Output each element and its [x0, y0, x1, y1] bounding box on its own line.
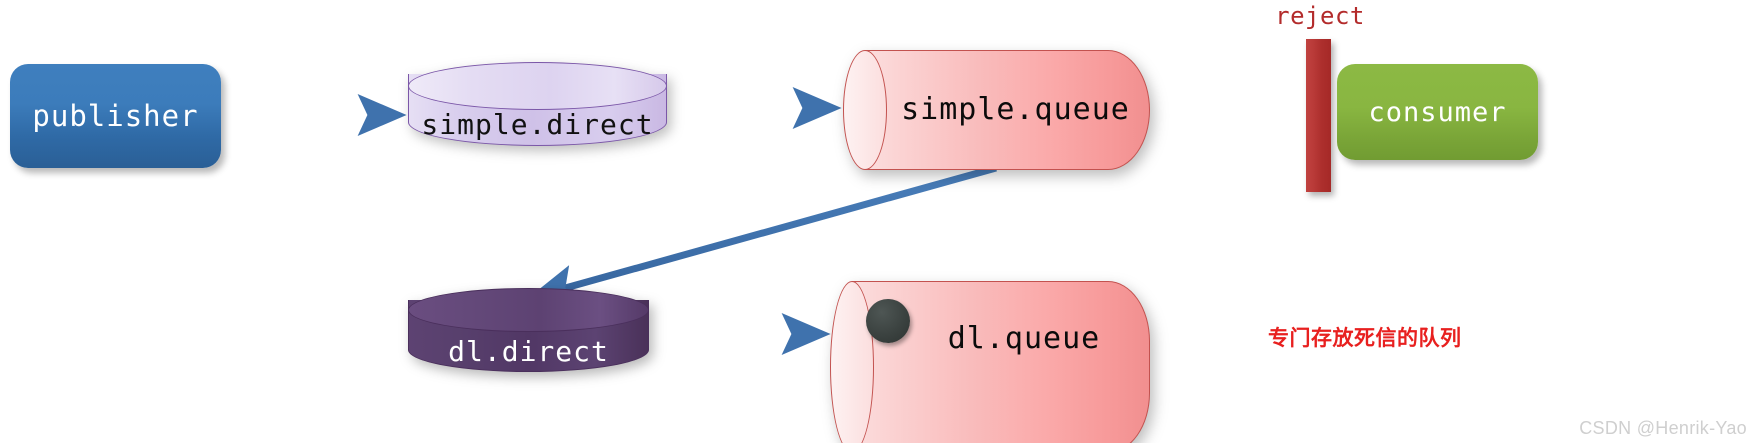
- node-dl-direct-label: dl.direct: [448, 335, 609, 368]
- dead-letter-message-dot-icon: [866, 299, 910, 343]
- edge-simple-queue-to-dl-direct: [527, 164, 997, 306]
- cylinder-body: [852, 281, 1150, 443]
- cylinder-left-ellipse: [843, 50, 887, 170]
- node-dl-direct[interactable]: dl.direct: [408, 288, 649, 380]
- node-simple-direct[interactable]: simple.direct: [408, 62, 667, 156]
- cylinder-top-ellipse: [408, 288, 649, 332]
- node-dl-queue[interactable]: dl.queue: [830, 281, 1150, 443]
- watermark: CSDN @Henrik-Yao: [1579, 418, 1747, 438]
- reject-label: reject: [1275, 2, 1365, 30]
- cylinder-top-ellipse: [408, 62, 667, 110]
- node-publisher[interactable]: publisher: [10, 64, 221, 168]
- node-dl-queue-label: dl.queue: [947, 321, 1101, 356]
- reject-blocker-bar: [1306, 39, 1331, 192]
- node-simple-direct-label: simple.direct: [421, 108, 654, 141]
- cylinder-left-ellipse: [830, 281, 874, 443]
- node-consumer[interactable]: consumer: [1337, 64, 1538, 160]
- dl-queue-annotation: 专门存放死信的队列: [1268, 326, 1462, 350]
- node-simple-queue[interactable]: simple.queue: [843, 50, 1150, 170]
- node-consumer-label: consumer: [1368, 96, 1507, 128]
- node-simple-queue-label: simple.queue: [901, 92, 1130, 127]
- cylinder-body: [865, 50, 1150, 170]
- node-publisher-label: publisher: [32, 99, 199, 133]
